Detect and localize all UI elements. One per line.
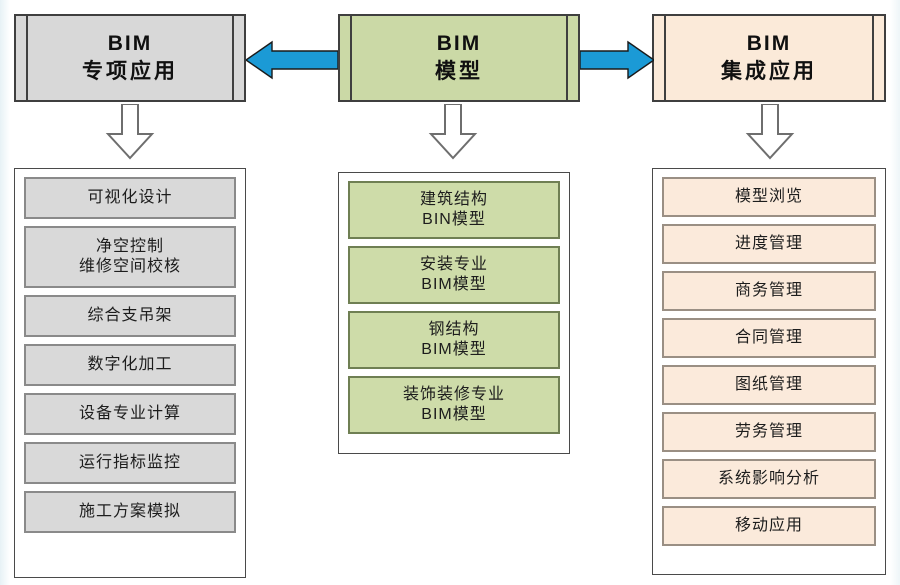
- list-item[interactable]: 设备专业计算: [24, 393, 236, 435]
- header-left-rule: [26, 16, 28, 100]
- list-item[interactable]: 移动应用: [662, 506, 876, 546]
- item-label: 可视化设计: [87, 188, 173, 206]
- list-integrated-application: 模型浏览 进度管理 商务管理 合同管理 图纸管理 劳务管理 系统影响分析 移动应…: [652, 168, 886, 575]
- header-left-rule: [350, 16, 352, 100]
- header-title-integrated-application: BIM 集成应用: [721, 30, 817, 87]
- list-item[interactable]: 装饰装修专业 BIM模型: [348, 376, 560, 434]
- item-label-line2: BIM模型: [421, 276, 487, 293]
- item-label: 综合支吊架: [87, 306, 173, 324]
- list-item[interactable]: 综合支吊架: [24, 295, 236, 337]
- item-label-line2: BIM模型: [421, 341, 487, 358]
- list-item[interactable]: 模型浏览: [662, 177, 876, 217]
- item-label: 数字化加工: [87, 355, 173, 373]
- header-title-bim-model: BIM 模型: [435, 30, 483, 87]
- header-left-rule: [664, 16, 666, 100]
- list-item[interactable]: 商务管理: [662, 271, 876, 311]
- item-label-line2: BIM模型: [421, 406, 487, 423]
- header-right-rule: [872, 16, 874, 100]
- item-label-line1: 钢结构: [428, 320, 480, 338]
- blue-arrow-right: [580, 40, 654, 80]
- list-item[interactable]: 净空控制 维修空间校核: [24, 226, 236, 288]
- list-item[interactable]: 合同管理: [662, 318, 876, 358]
- list-item[interactable]: 安装专业 BIM模型: [348, 246, 560, 304]
- item-label-line2: 维修空间校核: [78, 258, 181, 275]
- item-label: 图纸管理: [734, 375, 803, 393]
- right-edge-tint: [890, 0, 900, 585]
- list-item[interactable]: 运行指标监控: [24, 442, 236, 484]
- blue-arrow-left: [246, 40, 338, 80]
- item-label-line1: 净空控制: [95, 237, 164, 255]
- down-arrow-bim-model: [423, 104, 483, 160]
- item-label: 劳务管理: [734, 422, 803, 440]
- header-line1: BIM: [107, 31, 153, 55]
- header-line1: BIM: [746, 31, 792, 55]
- header-line2: 专项应用: [82, 60, 178, 83]
- item-label-line1: 安装专业: [419, 255, 488, 273]
- item-label: 商务管理: [734, 281, 803, 299]
- header-right-rule: [232, 16, 234, 100]
- list-item[interactable]: 可视化设计: [24, 177, 236, 219]
- list-item[interactable]: 劳务管理: [662, 412, 876, 452]
- item-label: 设备专业计算: [78, 404, 181, 422]
- item-label: 系统影响分析: [717, 469, 820, 487]
- down-arrow-special-application: [100, 104, 160, 160]
- item-label: 运行指标监控: [78, 453, 181, 471]
- list-bim-model: 建筑结构 BIN模型 安装专业 BIM模型 钢结构 BIM模型 装饰装修专业: [338, 172, 570, 454]
- header-line2: 模型: [435, 60, 483, 83]
- item-label: 移动应用: [734, 516, 803, 534]
- header-bim-model[interactable]: BIM 模型: [338, 14, 580, 102]
- item-label: 模型浏览: [734, 187, 803, 205]
- item-label: 进度管理: [734, 234, 803, 252]
- list-item[interactable]: 数字化加工: [24, 344, 236, 386]
- item-label-line1: 建筑结构: [419, 190, 488, 208]
- list-item[interactable]: 进度管理: [662, 224, 876, 264]
- item-label: 合同管理: [734, 328, 803, 346]
- item-label-line1: 装饰装修专业: [402, 385, 505, 403]
- header-integrated-application[interactable]: BIM 集成应用: [652, 14, 886, 102]
- list-item[interactable]: 钢结构 BIM模型: [348, 311, 560, 369]
- header-title-special-application: BIM 专项应用: [82, 30, 178, 87]
- list-item[interactable]: 建筑结构 BIN模型: [348, 181, 560, 239]
- header-special-application[interactable]: BIM 专项应用: [14, 14, 246, 102]
- list-item[interactable]: 系统影响分析: [662, 459, 876, 499]
- list-special-application: 可视化设计 净空控制 维修空间校核 综合支吊架 数字化加工 设备专业计算 运行指…: [14, 168, 246, 578]
- list-item[interactable]: 图纸管理: [662, 365, 876, 405]
- item-label-line2: BIN模型: [422, 211, 486, 228]
- left-edge-tint: [0, 0, 10, 585]
- item-label: 施工方案模拟: [78, 502, 181, 520]
- header-line1: BIM: [436, 31, 482, 55]
- list-item[interactable]: 施工方案模拟: [24, 491, 236, 533]
- header-line2: 集成应用: [721, 60, 817, 83]
- down-arrow-integrated-application: [740, 104, 800, 160]
- header-right-rule: [566, 16, 568, 100]
